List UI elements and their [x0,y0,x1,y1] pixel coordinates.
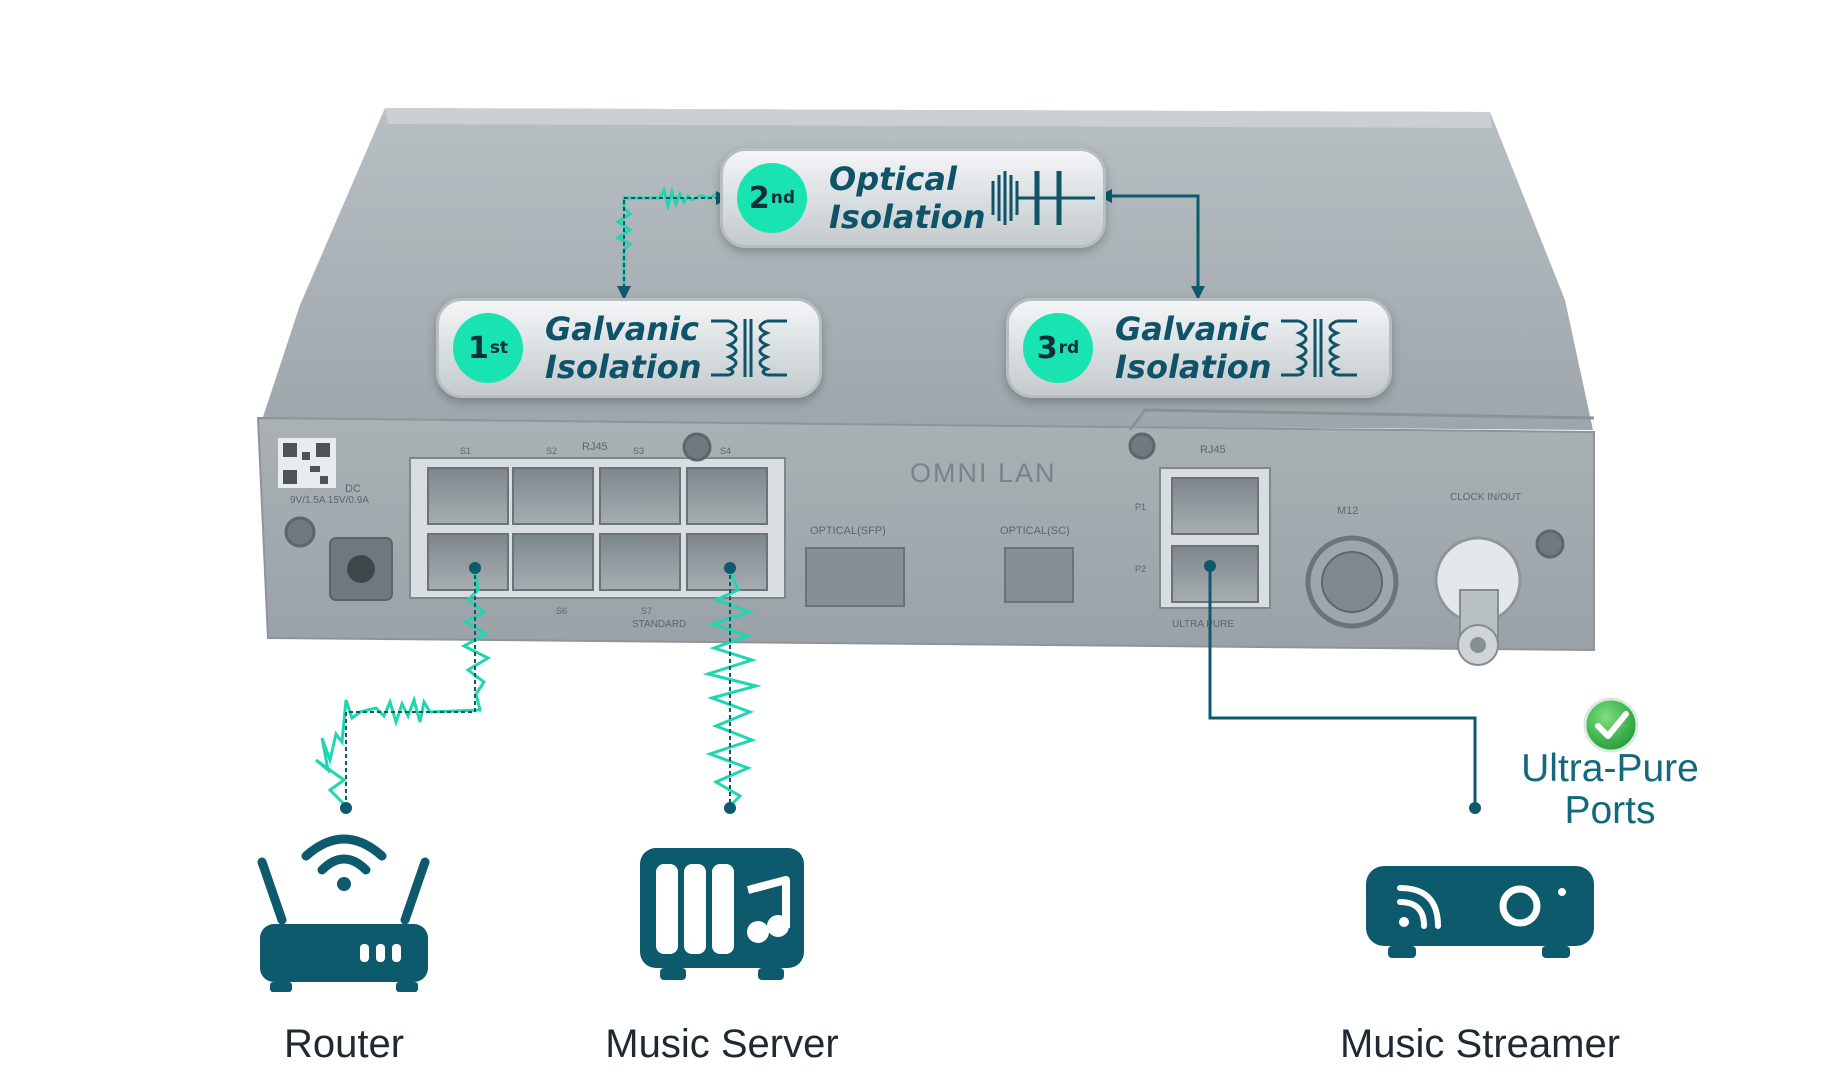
ultra-pure-line1: Ultra-Pure [1521,747,1699,790]
rj45-group-label: RJ45 [582,441,608,453]
brand-logo: OMNI LAN [910,458,1057,488]
stage-1-title: Galvanic [545,310,699,348]
mount-screw [682,432,712,462]
device-top-ridge [385,108,1492,128]
ground-screw [284,516,316,548]
device-front-divider [1128,408,1595,431]
clock-label: CLOCK IN/OUT [1450,492,1521,503]
transformer-icon [711,319,787,377]
port-label-s4: S4 [720,446,731,456]
stage-2-title: Optical [829,160,957,198]
noisy-cable-router [315,562,492,814]
standard-label: STANDARD [632,619,686,630]
stage-1-subtitle: Isolation [545,348,702,386]
checkmark-icon [1583,697,1639,753]
port-label-p2: P2 [1135,564,1146,574]
music-server-label: Music Server [605,1022,839,1066]
m12-label: M12 [1337,505,1358,517]
sc-port [1004,547,1074,603]
clean-cable-music-streamer [1204,560,1481,814]
port-label-s6: S6 [556,606,567,616]
rj45-port [427,467,768,591]
port-label-p1: P1 [1135,502,1146,512]
dc-label: DC [345,483,361,495]
mount-screw-far-right [1535,529,1565,559]
optical-isolator-icon [991,171,1095,225]
router-label: Router [283,1022,405,1066]
stage-2-subtitle: Isolation [829,198,986,236]
optical-sc-label: OPTICAL(SC) [1000,525,1070,537]
mount-screw-right [1128,432,1156,460]
ultra-rj45-label: RJ45 [1200,444,1226,456]
transformer-icon [1281,319,1357,377]
music-server-icon [640,848,804,980]
ultrapure-label: ULTRA PURE [1172,619,1234,630]
router-icon [257,834,430,992]
noisy-cable-music-server [702,562,762,814]
port-label-s1: S1 [460,446,471,456]
music-streamer-label: Music Streamer [1339,1022,1621,1066]
power-spec: 9V/1.5A 15V/0.9A [290,495,369,506]
music-streamer-icon [1366,866,1594,958]
sfp-port [805,547,905,607]
stage-3-subtitle: Isolation [1115,348,1272,386]
optical-sfp-label: OPTICAL(SFP) [810,525,886,537]
clean-path-stage2-to-stage3 [1112,194,1200,290]
ultra-pure-line2: Ports [1564,789,1656,832]
port-label-s3: S3 [633,446,644,456]
port-label-s7: S7 [641,606,652,616]
port-label-s2: S2 [546,446,557,456]
ultra-pure-ports-label: Ultra-Pure Ports [1490,748,1730,832]
stage-3-title: Galvanic [1115,310,1269,348]
